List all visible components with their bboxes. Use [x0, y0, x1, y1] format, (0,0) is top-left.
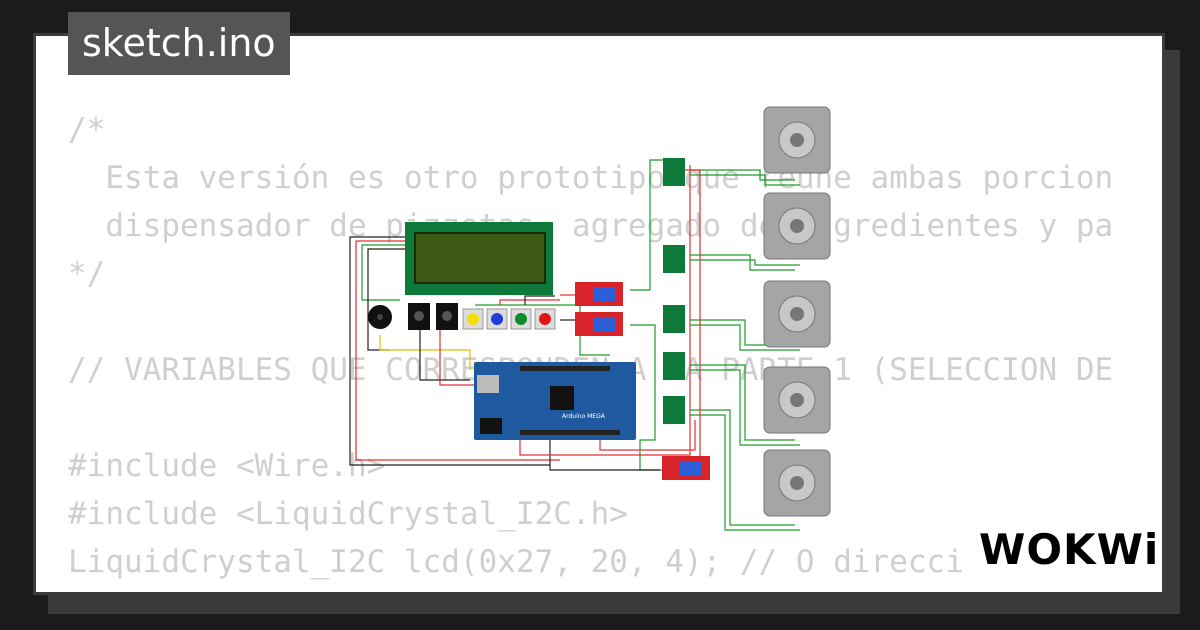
- lcd-display: [405, 222, 553, 295]
- stepper-motors: [763, 106, 831, 517]
- wokwi-logo: WOKWi: [979, 525, 1155, 574]
- stepper-motor-5: [763, 449, 831, 517]
- code-line: #include <Wire.h>: [68, 448, 386, 484]
- file-name-tab[interactable]: sketch.ino: [68, 12, 290, 75]
- relay-modules: [575, 282, 710, 480]
- stepper-motor-4: [763, 366, 831, 434]
- wiring: [349, 159, 800, 531]
- board-label: Arduino MEGA: [562, 413, 606, 420]
- logo-text: WOKWi: [979, 525, 1155, 574]
- stepper-motor-2: [763, 192, 831, 260]
- arduino-mega-board: Arduino MEGA: [474, 362, 636, 440]
- stepper-motor-1: [763, 106, 831, 174]
- stepper-motor-3: [763, 280, 831, 348]
- code-line: */: [68, 256, 106, 292]
- buzzer: [368, 305, 392, 329]
- code-line: #include <LiquidCrystal_I2C.h>: [68, 496, 628, 532]
- push-buttons: [462, 308, 556, 330]
- code-line: Esta versión es otro prototipo que reúne…: [68, 160, 1114, 196]
- code-line: LiquidCrystal_I2C lcd(0x27, 20, 4); // O…: [68, 544, 964, 580]
- code-line: /*: [68, 112, 106, 148]
- rotary-encoders: [408, 303, 458, 330]
- stepper-drivers: [663, 158, 685, 424]
